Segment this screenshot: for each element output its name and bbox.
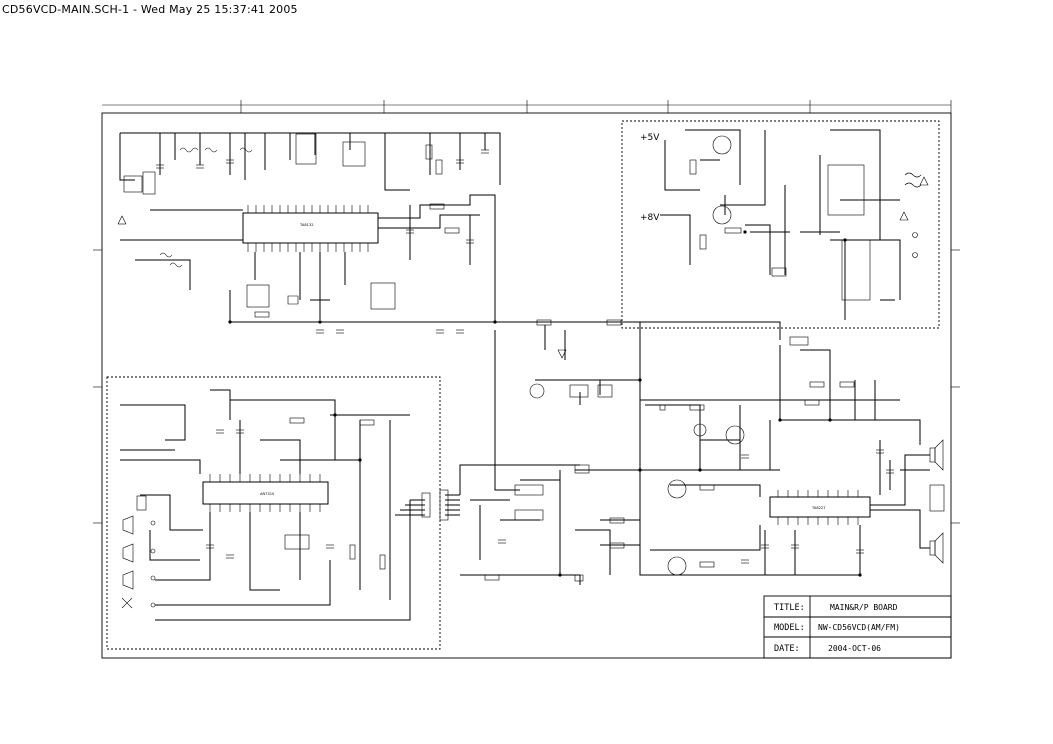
rail-8v-label: +8V [640, 213, 660, 223]
model-value: NW-CD56VCD(AM/FM) [818, 623, 900, 632]
zone-ticks [93, 100, 960, 524]
date-label: DATE: [774, 644, 800, 654]
tuner-section: TA8132 [117, 132, 641, 380]
title-value: MAIN&R/P BOARD [830, 603, 898, 612]
power-amp-section: TA8227 [600, 336, 945, 576]
input-select-section: AN7310 [120, 389, 431, 621]
input-ic-label: AN7310 [260, 492, 275, 496]
junction-dots [228, 230, 862, 577]
rail-5v-label: +5V [640, 133, 660, 143]
amp-ic [769, 496, 871, 518]
amp-ic-label: TA8227 [811, 506, 826, 510]
document-header: CD56VCD-MAIN.SCH-1 - Wed May 25 15:37:41… [2, 3, 298, 16]
tuner-ic [242, 212, 379, 244]
motor-section [529, 319, 900, 470]
title-block: TITLE: MAIN&R/P BOARD MODEL: NW-CD56VCD(… [763, 595, 952, 659]
model-label: MODEL: [774, 623, 805, 633]
date-value: 2004-OCT-06 [828, 644, 881, 653]
title-label: TITLE: [774, 603, 805, 613]
input-ic [202, 481, 329, 505]
drawing-frame [101, 112, 952, 659]
power-supply-section: +5V +8V [640, 129, 929, 320]
power-supply-block [621, 120, 940, 329]
tuner-ic-label: TA8132 [299, 223, 314, 227]
